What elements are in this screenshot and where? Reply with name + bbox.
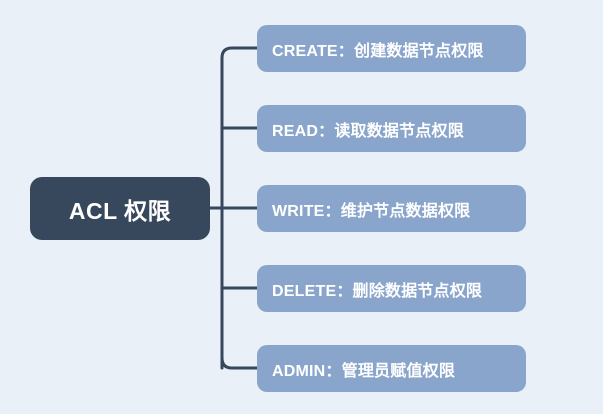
child-node-label: ADMIN：管理员赋值权限 [272, 362, 456, 380]
root-node-acl-permissions[interactable]: ACL 权限 [30, 177, 210, 240]
child-node-label: WRITE：维护节点数据权限 [272, 202, 471, 220]
child-node-read[interactable]: READ：读取数据节点权限 [257, 105, 526, 152]
child-node-write[interactable]: WRITE：维护节点数据权限 [257, 185, 526, 232]
child-node-delete[interactable]: DELETE：删除数据节点权限 [257, 265, 526, 312]
child-node-admin[interactable]: ADMIN：管理员赋值权限 [257, 345, 526, 392]
child-node-create[interactable]: CREATE：创建数据节点权限 [257, 25, 526, 72]
root-node-label: ACL 权限 [68, 197, 172, 224]
connector-branch-admin [220, 356, 259, 370]
child-node-label: CREATE：创建数据节点权限 [272, 42, 484, 60]
connector-branch-create [220, 46, 259, 60]
child-node-label: DELETE：删除数据节点权限 [272, 282, 483, 300]
child-node-label: READ：读取数据节点权限 [272, 122, 464, 140]
